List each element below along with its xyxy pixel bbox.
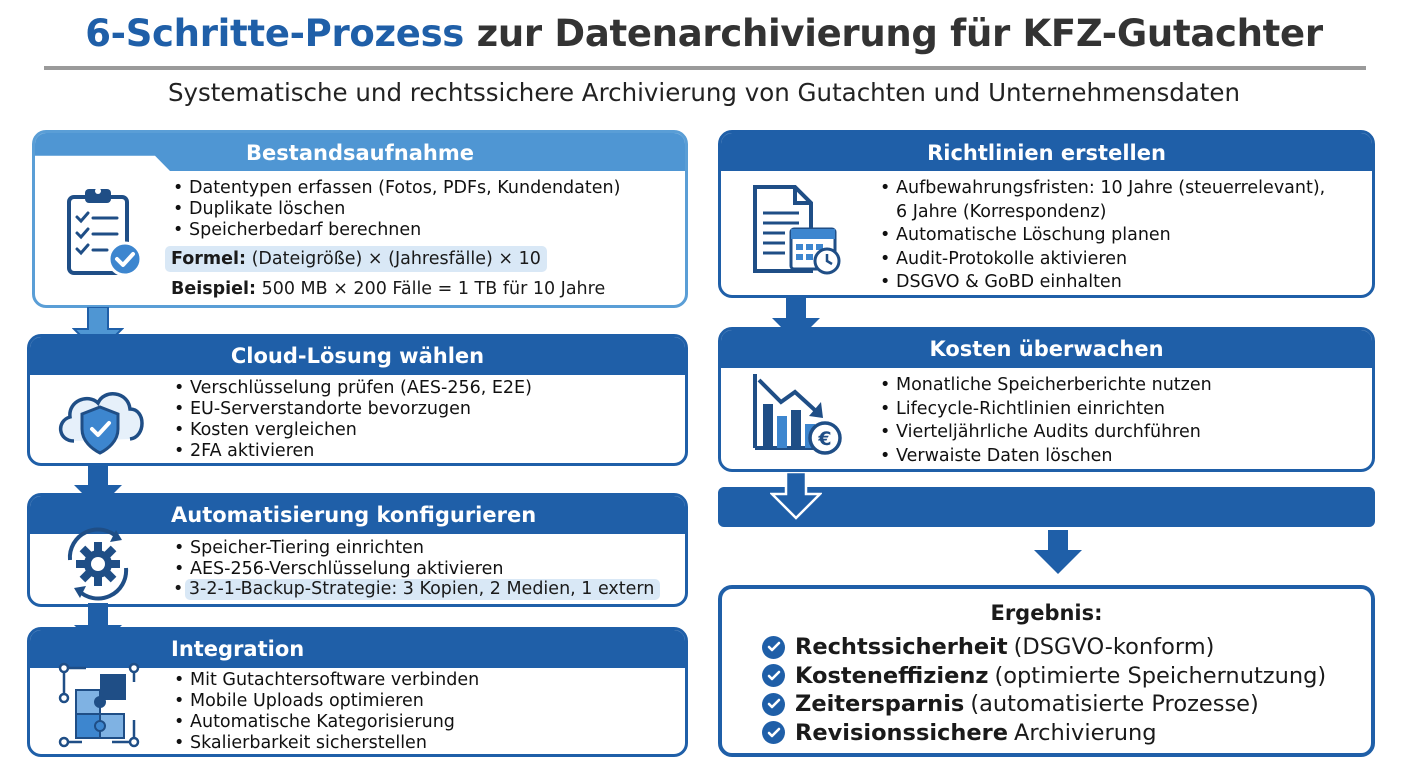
step-header — [30, 337, 685, 375]
step-card-integration: Integration Mit Gutachtersoftware verbin… — [27, 627, 688, 757]
result-title: Ergebnis: — [990, 601, 1103, 625]
step-card-automatisierung: Automatisierung konfigurieren Speicher-T… — [27, 493, 688, 607]
check-icon — [762, 664, 785, 688]
step-card-kosten: Kosten überwachen € Monatliche Speicherb… — [718, 327, 1375, 472]
bullet-item: DSGVO & GoBD einhalten — [876, 271, 1325, 295]
flow-arrow — [74, 603, 122, 649]
step-title: Integration — [171, 637, 305, 661]
step-title: Kosten überwachen — [929, 337, 1164, 361]
bullet-item: AES-256-Verschlüsselung aktivieren — [170, 559, 503, 580]
gear-sync-icon — [60, 524, 136, 604]
example-text: 500 MB × 200 Fälle = 1 TB für 10 Jahre — [256, 279, 606, 299]
bullet-item: Automatische Kategorisierung — [170, 712, 479, 733]
puzzle-network-icon — [56, 660, 142, 754]
check-icon — [762, 721, 785, 745]
step-bullets: Speicher-Tiering einrichten AES-256-Vers… — [170, 538, 503, 580]
bullet-item: 2FA aktivieren — [170, 441, 532, 462]
svg-text:€: € — [817, 428, 831, 450]
flow-arrow — [770, 472, 822, 520]
result-list: Rechtssicherheit(DSGVO-konform) Kostenef… — [762, 633, 1326, 747]
cloud-shield-icon — [52, 381, 148, 463]
step-header — [721, 330, 1372, 368]
step-card-richtlinien: Richtlinien erstellen Aufbewahrungsfrist… — [718, 130, 1375, 298]
title-rest: zur Datenarchivierung für KFZ-Gutachter — [464, 12, 1323, 55]
step-header — [721, 133, 1372, 171]
result-item-bold: Kosteneffizienz — [795, 662, 989, 689]
step-card-cloud: Cloud-Lösung wählen Verschlüsselung prüf… — [27, 334, 688, 466]
flow-connector-bar — [718, 487, 1375, 527]
step-title: Automatisierung konfigurieren — [171, 503, 537, 527]
step-bullets: Verschlüsselung prüfen (AES-256, E2E) EU… — [170, 378, 532, 462]
flow-arrow — [772, 296, 820, 342]
result-item-bold: Revisionssichere — [795, 719, 1009, 746]
check-icon — [762, 635, 785, 659]
result-item: Kosteneffizienz(optimierte Speichernutzu… — [762, 662, 1326, 691]
bullet-item: Duplikate löschen — [169, 199, 620, 220]
document-calendar-icon — [751, 183, 847, 283]
flow-arrow — [74, 463, 122, 509]
title-divider — [44, 66, 1366, 70]
bullet-item: Speicherbedarf berechnen — [169, 220, 620, 241]
bullet-item: Kosten vergleichen — [170, 420, 532, 441]
step-card-bestandsaufnahme: Bestandsaufnahme Datentypen erfassen (Fo… — [32, 130, 688, 308]
formula-text: (Dateigröße) × (Jahresfälle) × 10 — [246, 249, 541, 269]
step-header — [30, 630, 685, 668]
flow-arrow — [1034, 530, 1082, 574]
example-label: Beispiel: — [171, 279, 257, 299]
bullet-item: Mobile Uploads optimieren — [170, 691, 479, 712]
bullet-continuation: 6 Jahre (Korrespondenz) — [896, 201, 1107, 222]
bullet-item: Verschlüsselung prüfen (AES-256, E2E) — [170, 378, 532, 399]
bullet-item: Audit-Protokolle aktivieren — [876, 248, 1325, 272]
check-icon — [762, 692, 785, 716]
step-bullets: Datentypen erfassen (Fotos, PDFs, Kunden… — [169, 178, 620, 241]
bullet-item: Datentypen erfassen (Fotos, PDFs, Kunden… — [169, 178, 620, 199]
result-item-text: (automatisierte Prozesse) — [970, 691, 1259, 718]
bullet-item: Monatliche Speicherberichte nutzen — [876, 374, 1212, 398]
bullet-item: Speicher-Tiering einrichten — [170, 538, 503, 559]
example-line: Beispiel: 500 MB × 200 Fälle = 1 TB für … — [171, 279, 605, 299]
highlight-text: 3-2-1-Backup-Strategie: 3 Kopien, 2 Medi… — [188, 579, 655, 599]
step-bullets: Monatliche Speicherberichte nutzen Lifec… — [876, 374, 1212, 468]
title-accent: 6-Schritte-Prozess — [85, 12, 465, 55]
bullet-item: Automatische Löschung planen — [876, 224, 1325, 248]
step-bullets: Mit Gutachtersoftware verbinden Mobile U… — [170, 670, 479, 754]
step-title: Richtlinien erstellen — [927, 141, 1166, 165]
result-item: Rechtssicherheit(DSGVO-konform) — [762, 633, 1326, 662]
result-item-text: Archivierung — [1014, 719, 1157, 746]
step-title: Bestandsaufnahme — [246, 141, 474, 165]
clipboard-check-icon — [63, 185, 145, 285]
result-item-text: (optimierte Speichernutzung) — [994, 662, 1327, 689]
formula-line: Formel: (Dateigröße) × (Jahresfälle) × 1… — [165, 246, 547, 272]
result-card: Ergebnis: Rechtssicherheit(DSGVO-konform… — [718, 585, 1375, 757]
result-item: Zeitersparnis(automatisierte Prozesse) — [762, 690, 1326, 719]
step-bullets: Aufbewahrungsfristen: 10 Jahre (steuerre… — [876, 177, 1325, 295]
bullet-item: Mit Gutachtersoftware verbinden — [170, 670, 479, 691]
chart-euro-icon: € — [751, 370, 847, 464]
bullet-item: Skalierbarkeit sicherstellen — [170, 733, 479, 754]
result-item-text: (DSGVO-konform) — [1013, 634, 1215, 661]
bullet-item: Aufbewahrungsfristen: 10 Jahre (steuerre… — [876, 177, 1325, 201]
formula-label: Formel: — [171, 249, 246, 269]
bullet-item: Lifecycle-Richtlinien einrichten — [876, 398, 1212, 422]
page-title: 6-Schritte-Prozess zur Datenarchivierung… — [0, 12, 1408, 55]
bullet-item: Vierteljährliche Audits durchführen — [876, 421, 1212, 445]
bullet-item: Verwaiste Daten löschen — [876, 445, 1212, 469]
step-header — [30, 496, 685, 534]
bullet-item: EU-Serverstandorte bevorzugen — [170, 399, 532, 420]
page-subtitle: Systematische und rechtssichere Archivie… — [167, 78, 1240, 107]
step-title: Cloud-Lösung wählen — [230, 344, 485, 368]
result-item-bold: Rechtssicherheit — [795, 634, 1008, 661]
result-item-bold: Zeitersparnis — [795, 691, 965, 718]
backup-strategy-highlight: • 3-2-1-Backup-Strategie: 3 Kopien, 2 Me… — [173, 579, 661, 600]
